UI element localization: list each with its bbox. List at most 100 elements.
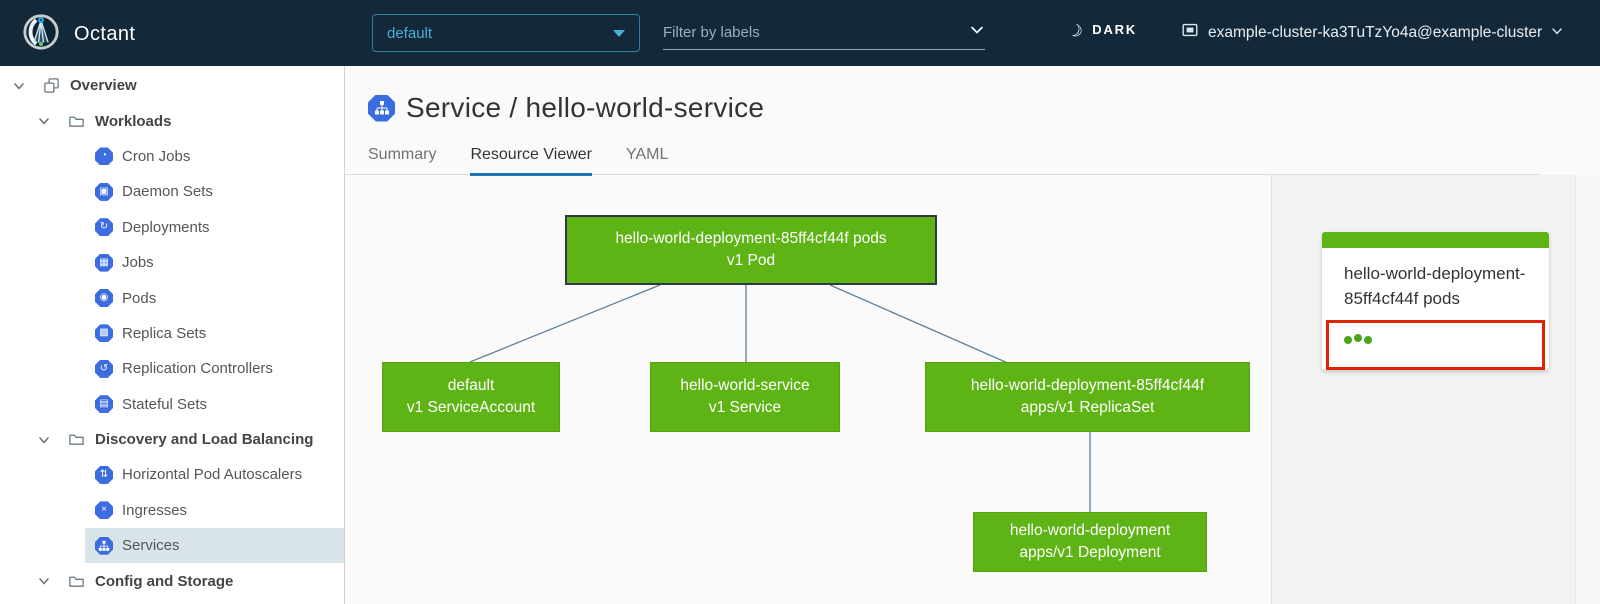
- chevron-down-icon[interactable]: [969, 22, 985, 43]
- sidebar-item-label: Overview: [70, 77, 137, 95]
- sidebar-item-label: Replication Controllers: [122, 360, 273, 378]
- sidebar-item-cron-jobs[interactable]: ◔ Cron Jobs: [0, 139, 344, 174]
- sidebar-item-discovery-and-load-balancing[interactable]: Discovery and Load Balancing: [0, 422, 344, 457]
- folder-icon: [68, 113, 85, 130]
- sidebar-item-label: Horizontal Pod Autoscalers: [122, 466, 303, 484]
- graph-node-pod[interactable]: hello-world-deployment-85ff4cf44f pods v1…: [565, 215, 937, 285]
- sidebar-item-workloads[interactable]: Workloads: [0, 103, 344, 138]
- sidebar-item-replica-sets[interactable]: ▩ Replica Sets: [0, 316, 344, 351]
- selected-resource-card[interactable]: hello-world-deployment-85ff4cf44f pods: [1322, 232, 1549, 370]
- graph-node-replicaset[interactable]: hello-world-deployment-85ff4cf44f apps/v1…: [925, 362, 1250, 432]
- node-label: hello-world-deployment-85ff4cf44f: [970, 377, 1205, 395]
- node-label: hello-world-deployment-85ff4cf44f pods: [615, 230, 887, 248]
- moon-icon: ☾: [1065, 17, 1087, 42]
- replication-controllers-icon: ↺: [95, 359, 113, 378]
- graph-node-deployment[interactable]: hello-world-deployment apps/v1 Deployment: [973, 512, 1207, 572]
- sidebar-item-label: Ingresses: [122, 501, 188, 519]
- service-icon: [368, 94, 395, 122]
- services-icon: [95, 536, 113, 555]
- sidebar-item-horizontal-pod-autoscalers[interactable]: ⇅ Horizontal Pod Autoscalers: [0, 457, 344, 492]
- label-filter-input[interactable]: [663, 24, 969, 41]
- sidebar-item-label: Discovery and Load Balancing: [95, 431, 314, 449]
- folder-icon: [68, 573, 85, 590]
- sidebar-item-label: Daemon Sets: [122, 183, 213, 201]
- pod-status-highlight[interactable]: [1326, 320, 1545, 370]
- label-filter[interactable]: [663, 16, 985, 50]
- tab-bar: Summary Resource Viewer YAML: [368, 146, 1540, 176]
- content-header: Service / hello-world-service Summary Res…: [345, 66, 1540, 176]
- cluster-icon: [1181, 21, 1199, 44]
- selected-row-highlight: [85, 528, 344, 564]
- deployments-icon: ↻: [95, 218, 113, 237]
- tab-summary[interactable]: Summary: [368, 146, 437, 163]
- resource-graph: hello-world-deployment-85ff4cf44f pods v1…: [345, 175, 1271, 604]
- sidebar-item-label: Jobs: [122, 254, 154, 272]
- chevron-down-icon: [1551, 24, 1563, 42]
- node-kind: v1 Service: [708, 399, 782, 416]
- sidebar-item-overview[interactable]: Overview: [0, 68, 344, 103]
- sidebar-item-label: Config and Storage: [95, 572, 234, 590]
- brand: Octant: [22, 13, 135, 56]
- node-label: hello-world-deployment: [1009, 522, 1171, 540]
- graph-node-service[interactable]: hello-world-service v1 Service: [650, 362, 840, 432]
- graph-edge: [469, 284, 661, 363]
- sidebar-item-ingresses[interactable]: ×Ingresses: [0, 493, 344, 528]
- tab-yaml[interactable]: YAML: [626, 146, 669, 163]
- tab-resource-viewer[interactable]: Resource Viewer: [470, 146, 592, 176]
- pod-ok-dot: [1364, 336, 1372, 344]
- graph-node-serviceaccount[interactable]: default v1 ServiceAccount: [382, 362, 560, 432]
- pod-status-dots: [1344, 334, 1542, 344]
- sidebar-item-jobs[interactable]: ▦ Jobs: [0, 245, 344, 280]
- sidebar-item-label: Stateful Sets: [122, 395, 208, 413]
- dark-theme-label: DARK: [1092, 22, 1138, 37]
- cron-jobs-icon: ◔: [95, 147, 113, 166]
- sidebar-item-label: Cron Jobs: [122, 147, 191, 165]
- node-label: hello-world-service: [680, 377, 810, 395]
- octant-logo-icon: [22, 13, 60, 56]
- sidebar-item-label: Pods: [122, 289, 157, 307]
- main-content: Service / hello-world-service Summary Res…: [345, 66, 1600, 604]
- caret-down-icon: [613, 29, 625, 37]
- horizontal-pod-autoscalers-icon: ⇅: [95, 465, 113, 484]
- chevron-down-icon[interactable]: [13, 80, 25, 92]
- replica-sets-icon: ▩: [95, 324, 113, 343]
- jobs-icon: ▦: [95, 253, 113, 272]
- page-title: Service / hello-world-service: [406, 92, 765, 123]
- sidebar-item-stateful-sets[interactable]: ▤ Stateful Sets: [0, 387, 344, 422]
- node-label: default: [447, 377, 495, 395]
- sidebar-item-daemon-sets[interactable]: ▣ Daemon Sets: [0, 174, 344, 209]
- detail-panel: hello-world-deployment-85ff4cf44f pods: [1271, 175, 1575, 604]
- sidebar-item-pods[interactable]: ◉ Pods: [0, 280, 344, 315]
- cluster-selector[interactable]: example-cluster-ka3TuTzYo4a@example-clus…: [1181, 21, 1563, 44]
- scrollbar-track[interactable]: [1575, 175, 1600, 604]
- sidebar-item-label: Replica Sets: [122, 324, 207, 342]
- sidebar-item-deployments[interactable]: ↻ Deployments: [0, 210, 344, 245]
- app-title: Octant: [74, 23, 136, 45]
- stateful-sets-icon: ▤: [95, 395, 113, 414]
- daemon-sets-icon: ▣: [95, 182, 113, 201]
- card-title: hello-world-deployment-85ff4cf44f pods: [1344, 264, 1526, 308]
- sidebar-item-label: Deployments: [122, 218, 210, 236]
- node-kind: v1 ServiceAccount: [406, 399, 536, 416]
- sidebar-item-label: Workloads: [95, 112, 172, 130]
- pod-ok-dot: [1354, 334, 1362, 342]
- cluster-name: example-cluster-ka3TuTzYo4a@example-clus…: [1208, 23, 1543, 41]
- app-header: Octant default ☾ DARK example-cluster-ka…: [0, 0, 1600, 66]
- sidebar-item-label: Services: [122, 537, 180, 555]
- sidebar-item-replication-controllers[interactable]: ↺ Replication Controllers: [0, 351, 344, 386]
- folder-icon: [68, 431, 85, 448]
- node-kind: v1 Pod: [726, 252, 776, 269]
- pods-icon: ◉: [95, 289, 113, 308]
- namespace-select[interactable]: default: [372, 14, 640, 52]
- dark-theme-toggle[interactable]: ☾ DARK: [1065, 17, 1138, 42]
- chevron-down-icon[interactable]: [38, 575, 50, 587]
- chevron-down-icon[interactable]: [38, 434, 50, 446]
- applications-icon: [43, 77, 60, 94]
- sidebar-item-services[interactable]: Services: [0, 528, 344, 564]
- node-kind: apps/v1 Deployment: [1019, 544, 1161, 561]
- sidebar-item-config-and-storage[interactable]: Config and Storage: [0, 563, 344, 598]
- node-kind: apps/v1 ReplicaSet: [1020, 399, 1155, 416]
- card-status-bar: [1322, 232, 1549, 248]
- chevron-down-icon[interactable]: [38, 115, 50, 127]
